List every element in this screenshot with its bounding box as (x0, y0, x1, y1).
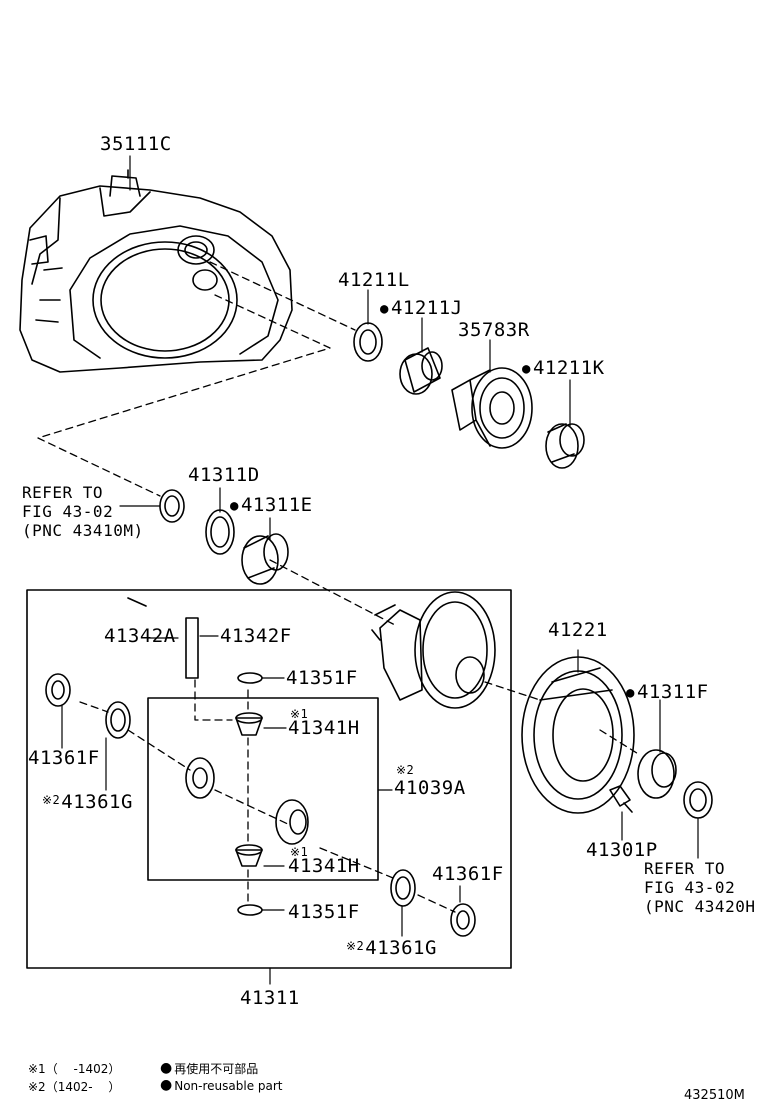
label-41211k: 41211K (522, 358, 605, 380)
washer-41361g-right (390, 869, 416, 907)
label-41301p: 41301P (586, 839, 658, 861)
label-41361f-right: 41361F (432, 863, 504, 885)
mark-1-bottom: ※1 (290, 845, 309, 859)
washer-41351f-bottom (237, 904, 263, 916)
label-41361g-left: ※241361G (42, 790, 133, 812)
label-41039a: 41039A (394, 777, 466, 799)
figure-id: 432510M (684, 1088, 745, 1103)
legend-row1-mark: ※1（ -1402） (28, 1062, 121, 1076)
label-41311e: 41311E (230, 495, 313, 517)
washer-41351f-top (237, 672, 263, 684)
legend-row1-text: 再使用不可部品 (160, 1060, 258, 1077)
side-gear-right (275, 799, 309, 845)
seal-left (159, 489, 185, 523)
label-41221: 41221 (548, 619, 608, 641)
label-35111c: 35111C (100, 133, 172, 155)
label-41341h-top: 41341H (288, 717, 360, 739)
label-41311d: 41311D (188, 464, 260, 486)
ref-left-line2: FIG 43-02 (22, 502, 114, 521)
seal-right (683, 781, 713, 819)
label-41361f-left: 41361F (28, 747, 100, 769)
gear-35783r (451, 367, 533, 449)
ref-right-line3: (PNC 43420H (644, 897, 756, 916)
label-41342f: 41342F (220, 625, 292, 647)
pinion-41341h-top (235, 712, 263, 736)
assembly-box-41311 (26, 589, 512, 969)
ref-left-line1: REFER TO (22, 483, 104, 502)
seal-41361f-left (45, 673, 71, 707)
label-41351f-top: 41351F (286, 667, 358, 689)
pin-41342a (127, 597, 147, 607)
bearing-41211k (545, 423, 585, 469)
ring-gear-drawing (521, 656, 635, 814)
mark-2-left: ※2 (42, 793, 61, 807)
shaft-41342f (185, 617, 199, 679)
bolt-41301p (609, 785, 633, 813)
bearing-41311e (241, 533, 289, 585)
mark-1-top: ※1 (290, 707, 309, 721)
label-41351f-bottom: 41351F (288, 901, 360, 923)
differential-case-drawing (371, 591, 496, 709)
label-41211j: 41211J (380, 298, 463, 320)
label-35783r: 35783R (458, 319, 530, 341)
bearing-41211j (399, 347, 443, 395)
label-41341h-bottom: 41341H (288, 855, 360, 877)
transmission-case-drawing (19, 169, 293, 373)
leader-lines (61, 155, 699, 985)
mark-2-right: ※2 (346, 939, 365, 953)
legend-row2-mark: ※2（1402- ） (28, 1080, 121, 1094)
label-41311f: 41311F (626, 682, 709, 704)
assembly-box-41039a (147, 697, 379, 881)
bearing-41311f (637, 749, 677, 799)
label-41361g-right-text: 41361G (365, 937, 437, 959)
label-41311: 41311 (240, 987, 300, 1009)
dashed-assembly-lines (37, 261, 641, 913)
seal-41361f-right (450, 903, 476, 937)
ref-right-line2: FIG 43-02 (644, 878, 736, 897)
label-41342a: 41342A (104, 625, 176, 647)
legend-row2-text: Non-reusable part (160, 1078, 282, 1094)
label-41361g-left-text: 41361G (61, 791, 133, 813)
mark-2-box: ※2 (396, 763, 415, 777)
side-gear-left (185, 757, 215, 799)
washer-41361g-left (105, 701, 131, 739)
ref-right-line1: REFER TO (644, 859, 726, 878)
pinion-41341h-bottom (235, 844, 263, 867)
label-41211l: 41211L (338, 269, 410, 291)
label-41361g-right: ※241361G (346, 936, 437, 958)
ref-left-line3: (PNC 43410M) (22, 521, 144, 540)
seal-41211l (353, 322, 383, 362)
